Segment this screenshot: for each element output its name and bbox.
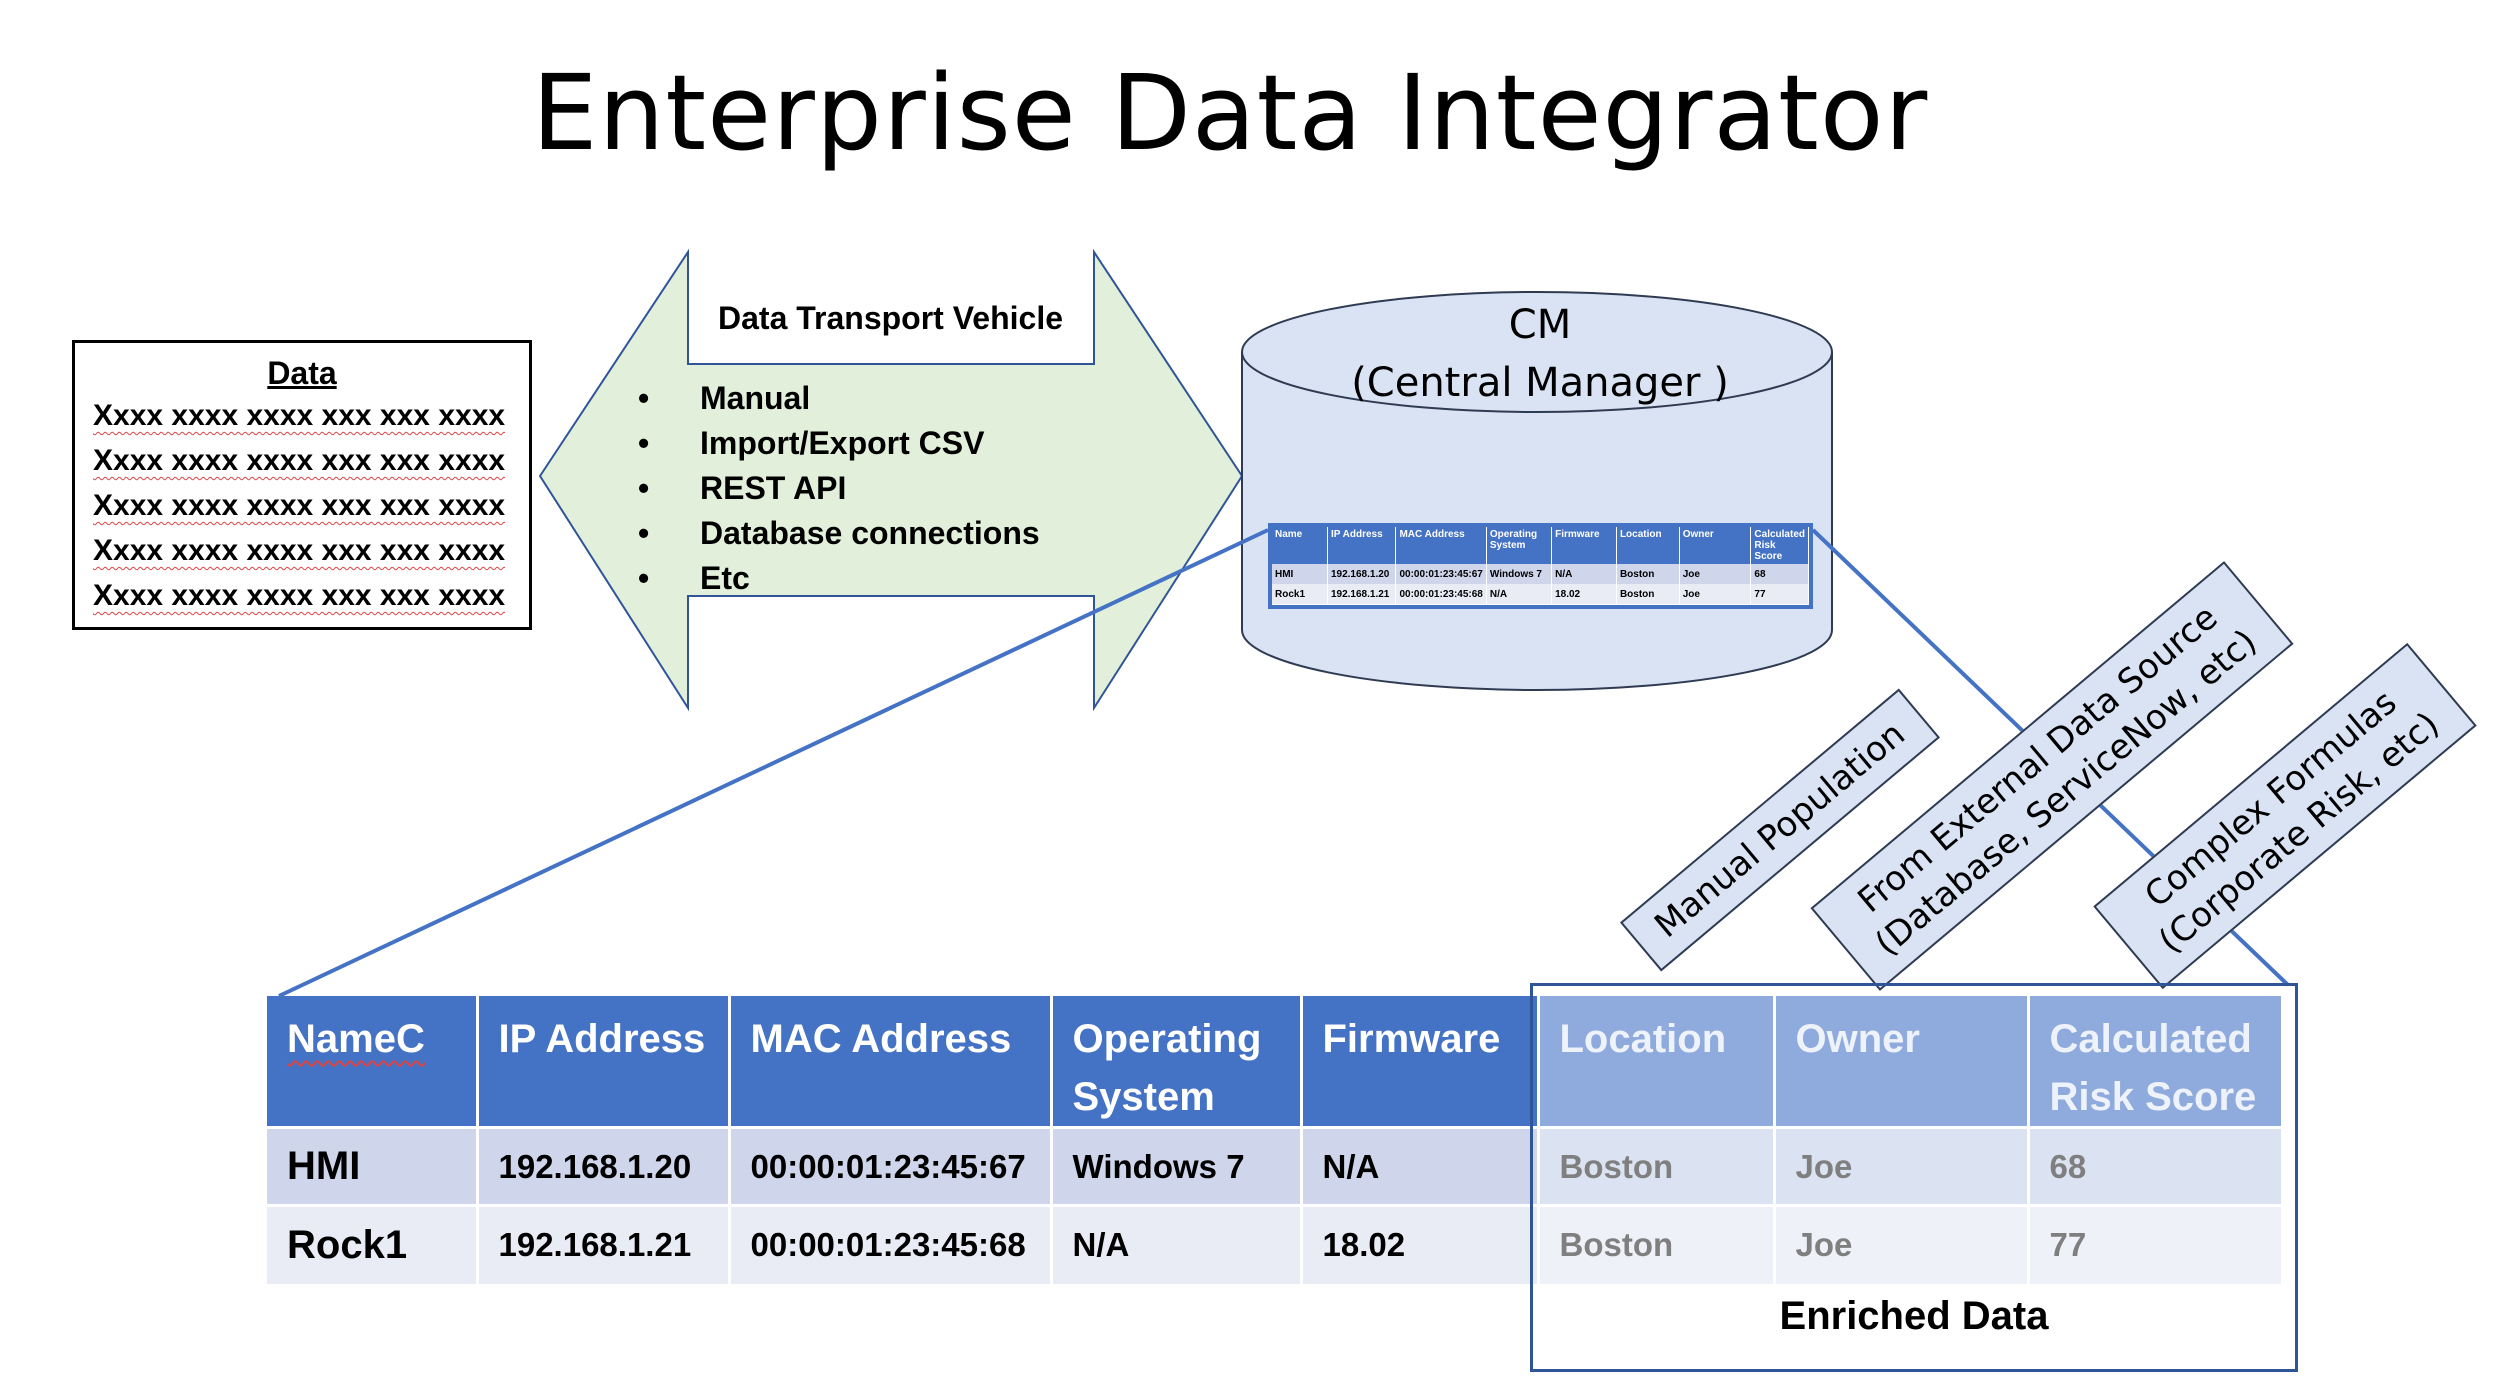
transport-item-label: REST API: [700, 470, 847, 506]
transport-item-label: Database connections: [700, 515, 1040, 551]
transport-item-label: Etc: [700, 560, 750, 596]
header-os: Operating System: [1051, 996, 1303, 1128]
bullet: •: [638, 380, 650, 416]
data-box-heading: Data: [267, 355, 337, 391]
mini-cell: Boston: [1616, 584, 1680, 604]
mini-cell: 77: [1750, 584, 1809, 604]
mini-table-header: IP Address: [1327, 527, 1397, 564]
transport-item: • Manual: [638, 380, 810, 417]
enriched-data-label: Enriched Data: [1779, 1294, 2049, 1338]
header-mac: MAC Address: [729, 996, 1053, 1128]
mini-table-row: HMI 192.168.1.20 00:00:01:23:45:67 Windo…: [1272, 564, 1809, 584]
mini-table-header: Location: [1616, 527, 1680, 564]
cell-firmware: N/A: [1301, 1126, 1540, 1206]
page-title: Enterprise Data Integrator: [531, 52, 1929, 174]
cell-risk-score: 68: [2028, 1126, 2284, 1206]
transport-item: • Import/Export CSV: [638, 425, 984, 462]
mini-cell: N/A: [1486, 584, 1553, 604]
mini-cell: HMI: [1272, 564, 1328, 584]
mini-cell: Windows 7: [1486, 564, 1553, 584]
mini-cell: 18.02: [1551, 584, 1617, 604]
cell-os: Windows 7: [1051, 1126, 1303, 1206]
mini-cell: Joe: [1679, 584, 1752, 604]
data-line: Xxxx xxxx xxxx xxx xxx xxxx: [93, 489, 506, 522]
cm-label-line2: (Central Manager ): [1351, 360, 1729, 406]
mini-table-header: Name: [1272, 527, 1328, 564]
data-line: Xxxx xxxx xxxx xxx xxx xxxx: [93, 444, 506, 477]
bullet: •: [638, 515, 650, 551]
cell-risk-score: 77: [2028, 1204, 2284, 1284]
cell-firmware: 18.02: [1301, 1204, 1540, 1284]
data-line: Xxxx xxxx xxxx xxx xxx xxxx: [93, 579, 506, 612]
header-name-text: NameC: [287, 1017, 425, 1061]
cell-os: N/A: [1051, 1204, 1303, 1284]
cell-location: Boston: [1538, 1204, 1776, 1284]
header-risk-score: Calculated Risk Score: [2028, 996, 2284, 1128]
bullet: •: [638, 425, 650, 461]
mini-cell: 00:00:01:23:45:68: [1395, 584, 1487, 604]
cell-mac: 00:00:01:23:45:67: [729, 1126, 1053, 1206]
cell-owner: Joe: [1774, 1204, 2030, 1284]
mini-cell: Joe: [1679, 564, 1752, 584]
table-row: Rock1 192.168.1.21 00:00:01:23:45:68 N/A…: [267, 1204, 2284, 1284]
data-box: Data Xxxx xxxx xxxx xxx xxx xxxx Xxxx xx…: [72, 340, 532, 630]
cell-mac: 00:00:01:23:45:68: [729, 1204, 1053, 1284]
cm-label: CM (Central Manager ): [1240, 296, 1840, 412]
mini-table-header: Firmware: [1551, 527, 1617, 564]
cell-owner: Joe: [1774, 1126, 2030, 1206]
enriched-data-box: [1530, 983, 2298, 1372]
cell-location: Boston: [1538, 1126, 1776, 1206]
header-firmware: Firmware: [1301, 996, 1540, 1128]
transport-item: • REST API: [638, 470, 846, 507]
mini-table-header-row: Name IP Address MAC Address Operating Sy…: [1272, 527, 1809, 564]
mini-cell: 192.168.1.20: [1327, 564, 1397, 584]
mini-table-row: Rock1 192.168.1.21 00:00:01:23:45:68 N/A…: [1272, 584, 1809, 604]
data-line: Xxxx xxxx xxxx xxx xxx xxxx: [93, 399, 506, 432]
mini-cell: 00:00:01:23:45:67: [1395, 564, 1487, 584]
mini-cell: Rock1: [1272, 584, 1328, 604]
table-row: HMI 192.168.1.20 00:00:01:23:45:67 Windo…: [267, 1126, 2284, 1206]
mini-cell: N/A: [1551, 564, 1617, 584]
cell-ip: 192.168.1.20: [477, 1126, 731, 1206]
transport-item: • Etc: [638, 560, 750, 597]
cm-label-line1: CM: [1508, 302, 1572, 348]
cell-name: HMI: [267, 1126, 479, 1206]
mini-table-header: Owner: [1679, 527, 1752, 564]
bullet: •: [638, 560, 650, 596]
header-name: NameC: [267, 996, 479, 1128]
main-table: NameC IP Address MAC Address Operating S…: [267, 996, 2284, 1284]
cm-cylinder-top: [1241, 291, 1833, 413]
cell-ip: 192.168.1.21: [477, 1204, 731, 1284]
mini-table-header: Calculated Risk Score: [1750, 527, 1809, 564]
cell-name: Rock1: [267, 1204, 479, 1284]
mini-cell: Boston: [1616, 564, 1680, 584]
transport-item-label: Import/Export CSV: [700, 425, 985, 461]
header-ip: IP Address: [477, 996, 731, 1128]
mini-table-header: Operating System: [1486, 527, 1553, 564]
transport-item-label: Manual: [700, 380, 811, 416]
mini-table: Name IP Address MAC Address Operating Sy…: [1268, 523, 1813, 609]
transport-title: Data Transport Vehicle: [718, 300, 1064, 336]
mini-cell: 68: [1750, 564, 1809, 584]
header-owner: Owner: [1774, 996, 2030, 1128]
transport-item: • Database connections: [638, 515, 1040, 552]
data-line: Xxxx xxxx xxxx xxx xxx xxxx: [93, 534, 506, 567]
mini-table-header: MAC Address: [1395, 527, 1487, 564]
connector-left: [278, 528, 1269, 998]
bullet: •: [638, 470, 650, 506]
mini-cell: 192.168.1.21: [1327, 584, 1397, 604]
main-table-header-row: NameC IP Address MAC Address Operating S…: [267, 996, 2284, 1128]
header-location: Location: [1538, 996, 1776, 1128]
